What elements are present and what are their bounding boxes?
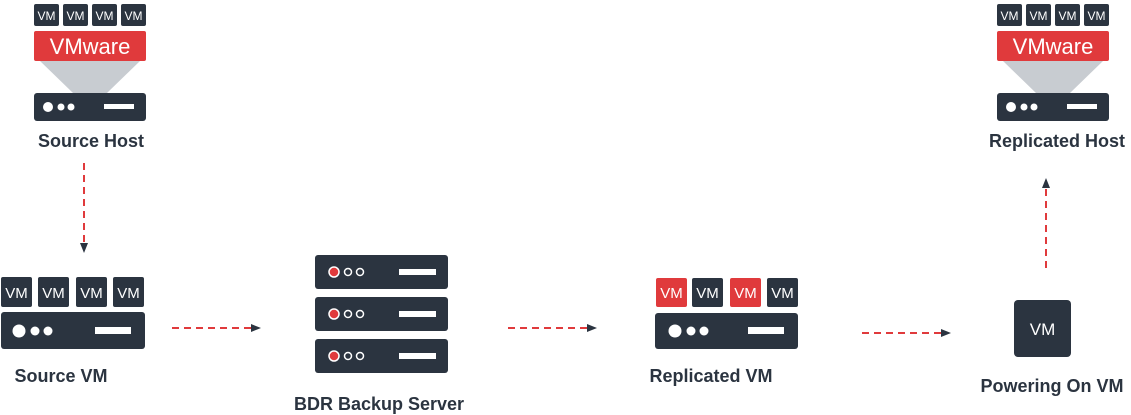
vm-badge-text: VM [734,285,757,302]
vm-badge-text: VM [125,9,143,23]
source-host-label: Source Host [38,131,144,151]
vm-badge-text: VM [660,285,683,302]
vm-badge-text: VM [696,285,719,302]
vm-badge-text: VM [67,9,85,23]
vmware-brand-text: VMware [50,34,131,59]
vm-badge [34,4,59,26]
backup-server-node: BDR Backup Server [294,255,464,414]
vm-badge [113,277,144,307]
vm-badge [1,277,32,307]
replicated-vm-row: VM VM VM VM [656,278,798,307]
server-unit [655,313,798,349]
backup-server-label: BDR Backup Server [294,394,464,414]
powering-on-vm-node: VM Powering On VM [980,300,1124,396]
vm-badge-text: VM [1059,9,1077,23]
vm-badge [997,4,1022,26]
vm-badge-text: VM [38,9,56,23]
replicated-vm-node: VM VM VM VM Replicated VM [649,278,798,386]
server-unit [315,255,448,289]
server-unit [997,93,1109,121]
source-vm-row: VM VM VM VM [1,277,144,307]
vm-badge-text: VM [5,285,28,302]
vm-badge [692,278,723,307]
vm-badge-text: VM [1030,320,1056,339]
replicated-host-label: Replicated Host [989,131,1125,151]
vm-badge-text: VM [771,285,794,302]
vm-badge [38,277,69,307]
vm-badge-text: VM [80,285,103,302]
vm-badge [76,277,107,307]
hypervisor-cone [40,61,140,93]
vm-badge [92,4,117,26]
vm-badge [121,4,146,26]
vm-badge-text: VM [96,9,114,23]
vm-badge-text: VM [1001,9,1019,23]
hypervisor-cone [1003,61,1103,93]
vmware-brand-text: VMware [1013,34,1094,59]
vm-badge-text: VM [1030,9,1048,23]
powering-on-vm-label: Powering On VM [980,376,1123,396]
replicated-vm-label: Replicated VM [649,366,772,386]
source-host-node: VM VM VM VM VMware Source Host [34,4,146,151]
vm-badge [63,4,88,26]
vm-badge [1055,4,1080,26]
vm-badge-text: VM [42,285,65,302]
server-unit [34,93,146,121]
vmware-banner [34,31,146,61]
vmware-banner [997,31,1109,61]
vm-badge-text: VM [117,285,140,302]
vm-badge-replicated [730,278,761,307]
vm-badge [1084,4,1109,26]
server-unit [315,339,448,373]
server-unit [1,312,145,349]
vm-badge-replicated [656,278,687,307]
vm-badge [1026,4,1051,26]
source-host-vm-row: VM VM VM VM [34,4,146,26]
vm-badge-text: VM [1088,9,1106,23]
source-vm-label: Source VM [14,366,107,386]
replicated-host-vm-row: VM VM VM VM [997,4,1109,26]
replicated-host-node: VM VM VM VM VMware Replicated Host [989,4,1125,151]
server-unit [315,297,448,331]
powered-vm-box [1014,300,1071,357]
vm-badge [767,278,798,307]
source-vm-node: VM VM VM VM Source VM [1,277,145,386]
